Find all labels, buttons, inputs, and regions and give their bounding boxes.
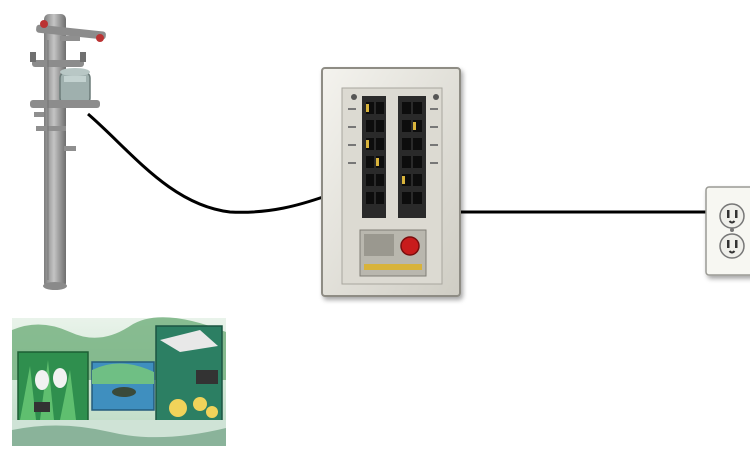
breaker-column-right bbox=[398, 96, 426, 218]
painted-transformer-boxes-image bbox=[12, 317, 226, 446]
breaker-panel-icon bbox=[322, 68, 460, 296]
breaker-column-left bbox=[362, 96, 386, 218]
wire-pole-to-panel bbox=[88, 114, 326, 212]
main-disconnect-box bbox=[360, 230, 426, 276]
duplex-outlet-icon bbox=[706, 187, 750, 275]
utility-pole-icon bbox=[30, 14, 106, 290]
